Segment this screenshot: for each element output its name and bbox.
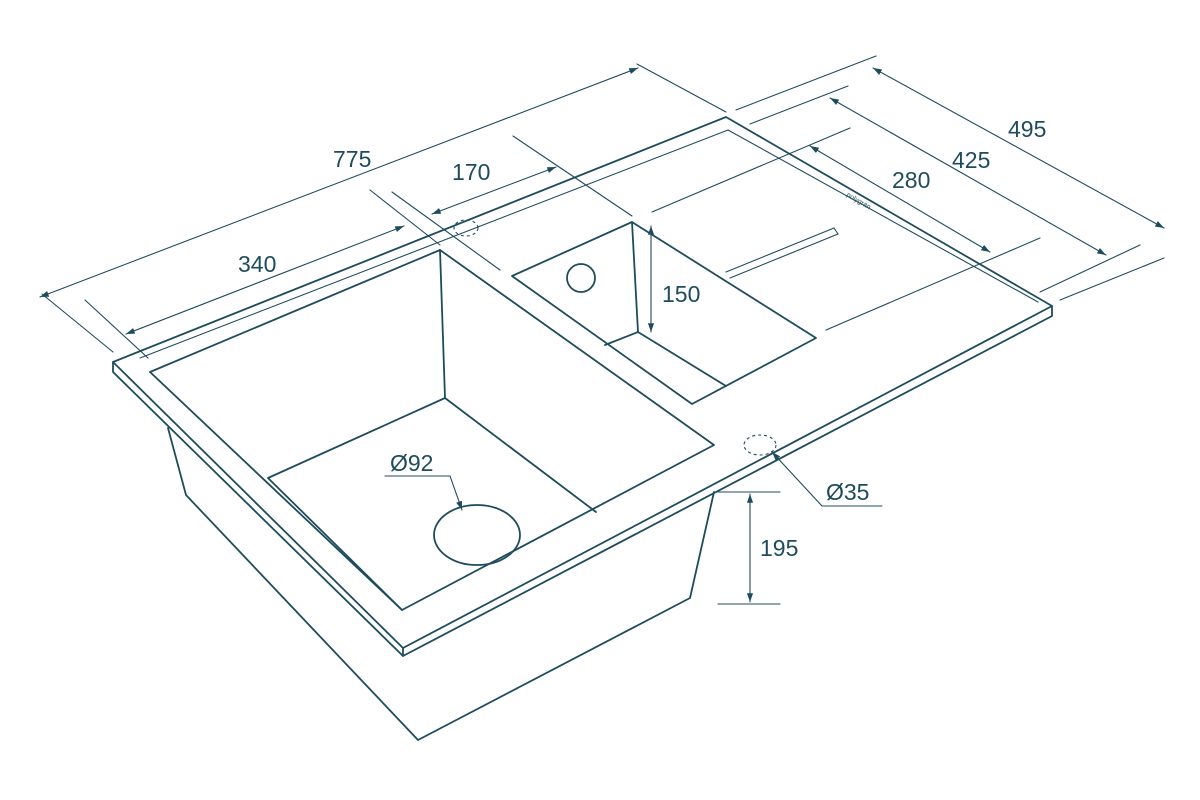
sink-top-outline [112,116,1053,657]
label-diameter-92: Ø92 [390,450,433,476]
dimension-425 [749,85,1141,293]
sink-underside [167,427,715,741]
drainboard-groove [725,227,839,279]
label-diameter-35: Ø35 [826,479,869,505]
dimension-170 [391,135,633,271]
label-170: 170 [452,159,490,185]
leader-92 [384,475,463,511]
label-280: 280 [892,167,930,193]
tap-hole-35 [743,434,777,456]
dimension-340 [84,189,441,359]
leader-35 [771,451,883,507]
label-195: 195 [760,535,798,561]
dimension-195 [717,491,781,605]
label-775: 775 [333,146,371,172]
drain-hole-large [433,504,521,566]
label-150: 150 [662,281,700,307]
sink-inner-rim [139,129,1039,359]
drain-hole-small [566,263,596,293]
label-340: 340 [238,251,276,277]
label-495: 495 [1008,116,1046,142]
dimension-280 [651,127,1041,331]
small-bowl [511,221,817,405]
dimension-775 [39,63,727,353]
label-425: 425 [952,147,990,173]
large-bowl [149,249,715,611]
